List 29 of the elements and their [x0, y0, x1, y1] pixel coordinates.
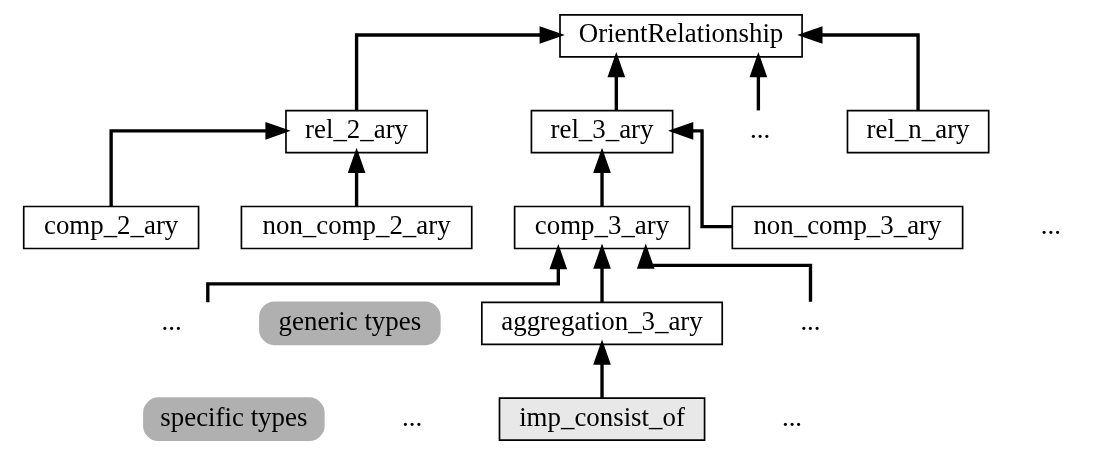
node-text: ...	[749, 114, 771, 145]
node-box: rel_n_ary	[846, 109, 990, 154]
arrow	[593, 147, 611, 207]
node-text: ...	[161, 305, 182, 336]
node-box: specific types	[143, 397, 325, 441]
node-box: rel_2_ary	[285, 109, 429, 154]
node-box: aggregation_3_ary	[481, 301, 724, 346]
arrow	[347, 147, 366, 207]
label: ...	[401, 401, 423, 432]
node-box: rel_3_ary	[530, 109, 674, 154]
arrow	[749, 51, 768, 111]
node-box: non_comp_2_ary	[240, 205, 473, 250]
label: ...	[781, 401, 803, 432]
arrow	[593, 339, 611, 398]
arrow	[797, 26, 920, 111]
arrow	[668, 122, 733, 229]
node-box: comp_3_ary	[513, 205, 691, 250]
arrow	[607, 51, 626, 111]
node-box: generic types	[259, 301, 441, 346]
arrow	[636, 243, 813, 302]
node-box: OrientRelationship	[559, 14, 803, 58]
arrow	[109, 122, 291, 207]
node-box: imp_consist_of	[498, 397, 706, 441]
arrow	[593, 243, 611, 303]
node-box: non_comp_3_ary	[731, 205, 964, 250]
node-box: comp_2_ary	[22, 205, 200, 250]
arrow	[354, 26, 565, 111]
node-text: ...	[800, 305, 821, 336]
label: ...	[1040, 209, 1061, 240]
